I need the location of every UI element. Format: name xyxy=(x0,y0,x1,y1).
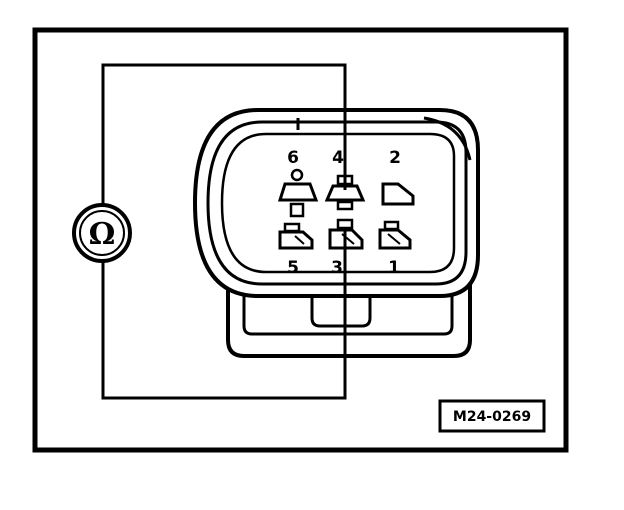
terminal-1-contact-icon xyxy=(378,220,412,250)
terminal-2-contact-icon xyxy=(381,182,415,206)
pin-3-label: 3 xyxy=(331,258,343,278)
reference-code-box: M24-0269 xyxy=(438,399,546,433)
reference-code: M24-0269 xyxy=(453,409,531,425)
outer-frame xyxy=(32,27,569,453)
terminal-5-contact-icon xyxy=(278,222,314,250)
pin-4-label: 4 xyxy=(332,148,344,168)
ohmmeter-test-leads xyxy=(101,63,347,400)
ohmmeter-icon: Ω xyxy=(72,203,132,263)
pin-5-label: 5 xyxy=(287,258,299,278)
latch-tab xyxy=(310,290,372,328)
terminal-6-contact-icon xyxy=(277,168,319,218)
ohm-symbol: Ω xyxy=(89,217,116,252)
pin-1-label: 1 xyxy=(388,258,400,278)
pin-2-label: 2 xyxy=(389,148,401,168)
pin-6-label: 6 xyxy=(287,148,299,168)
pin-index-marker xyxy=(292,118,304,130)
connector-housing-lower xyxy=(226,270,472,358)
